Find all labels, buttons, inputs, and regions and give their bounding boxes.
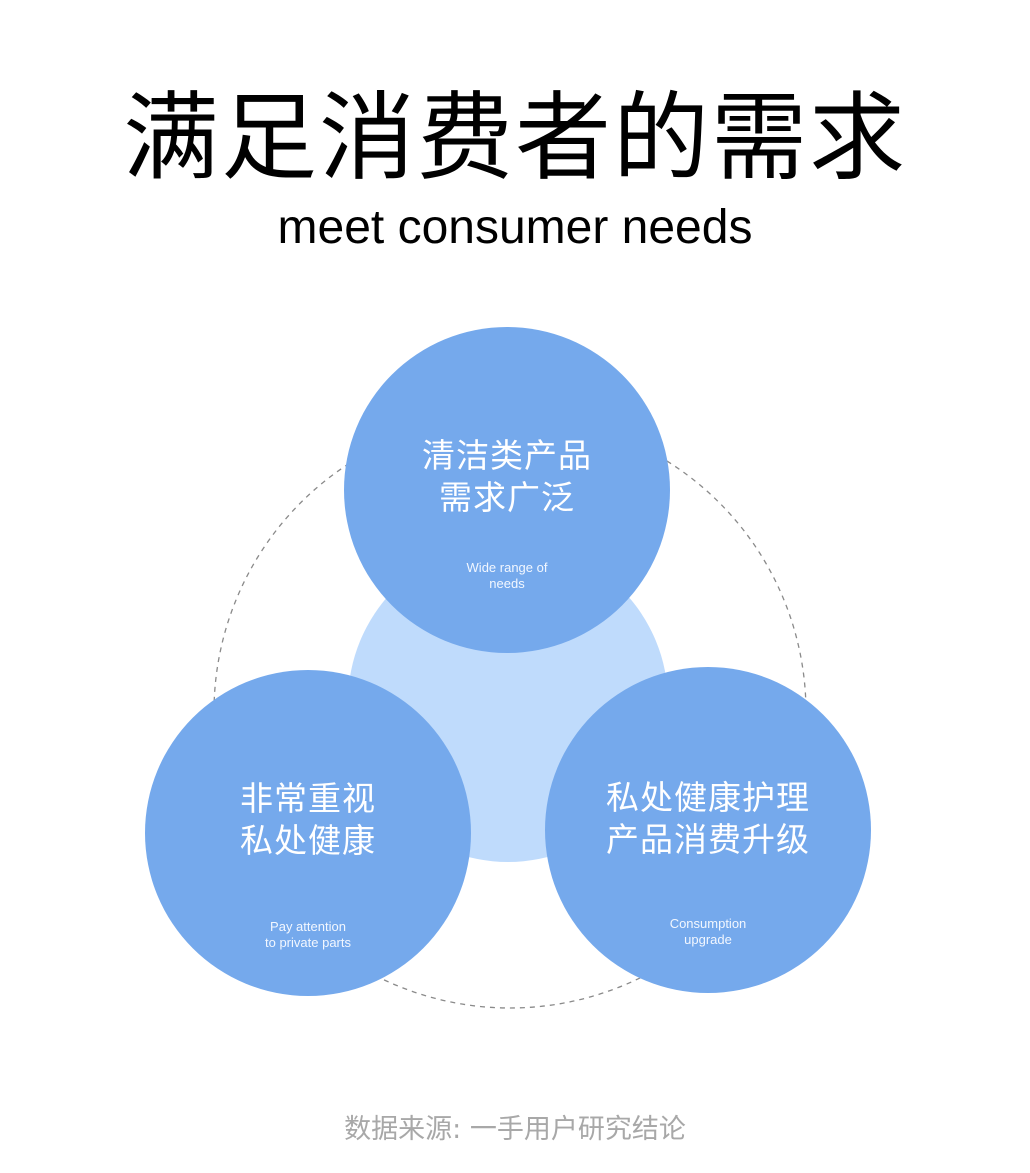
node-right-caption: Consumption upgrade <box>608 916 808 948</box>
node-right-text: 私处健康护理 产品消费升级 <box>558 777 858 861</box>
node-left-text: 非常重视 私处健康 <box>158 778 458 862</box>
node-circle-right <box>545 667 871 993</box>
node-right-title-line1: 私处健康护理 <box>606 778 810 817</box>
node-left-title-line2: 私处健康 <box>240 821 376 860</box>
page-subtitle: meet consumer needs <box>277 201 753 254</box>
node-left-title-line1: 非常重视 <box>240 779 376 818</box>
node-top-text: 清洁类产品 需求广泛 <box>357 435 657 519</box>
node-left-caption: Pay attention to private parts <box>208 919 408 951</box>
node-left-caption-line1: Pay attention <box>270 919 346 934</box>
node-circle-left <box>145 670 471 996</box>
node-top-title-line2: 需求广泛 <box>439 478 575 517</box>
data-source-note: 数据来源: 一手用户研究结论 <box>344 1114 686 1145</box>
node-left-caption-line2: to private parts <box>265 935 351 950</box>
node-top-caption: Wide range of needs <box>407 560 607 592</box>
node-top-caption-line1: Wide range of <box>466 560 548 575</box>
node-right-caption-line1: Consumption <box>669 916 747 931</box>
node-top-caption-line2: needs <box>489 576 525 591</box>
node-top-title-line1: 清洁类产品 <box>422 436 592 475</box>
page-title: 满足消费者的需求 <box>123 82 907 194</box>
node-circle-top <box>344 327 670 653</box>
node-right-caption-line2: upgrade <box>684 932 732 947</box>
node-right-title-line2: 产品消费升级 <box>606 820 810 859</box>
